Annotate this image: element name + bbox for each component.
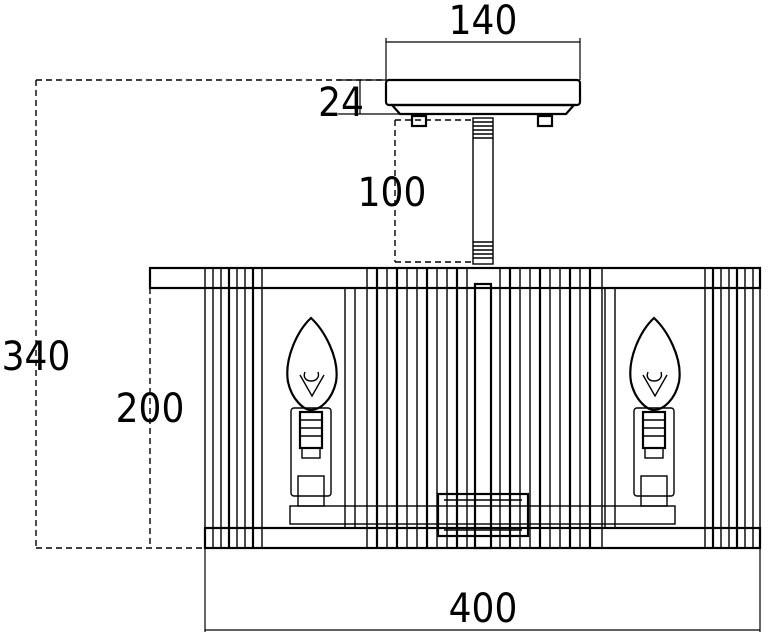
dim-canopy-width: 140: [449, 0, 518, 44]
dim-overall-height: 340: [2, 334, 71, 380]
shade: [148, 266, 762, 550]
dim-shade-height: 200: [116, 386, 185, 432]
dimension-lines: [35, 38, 761, 632]
dim-shade-width: 400: [449, 586, 518, 632]
left-rod-bank: [204, 267, 263, 549]
dim-rod-length: 100: [358, 170, 427, 216]
right-bulb: [629, 316, 681, 507]
right-rod-bank: [704, 267, 761, 549]
dim-canopy-height: 24: [318, 80, 364, 126]
down-rod: [472, 117, 494, 265]
canopy: [384, 78, 582, 128]
left-bulb: [286, 316, 338, 507]
